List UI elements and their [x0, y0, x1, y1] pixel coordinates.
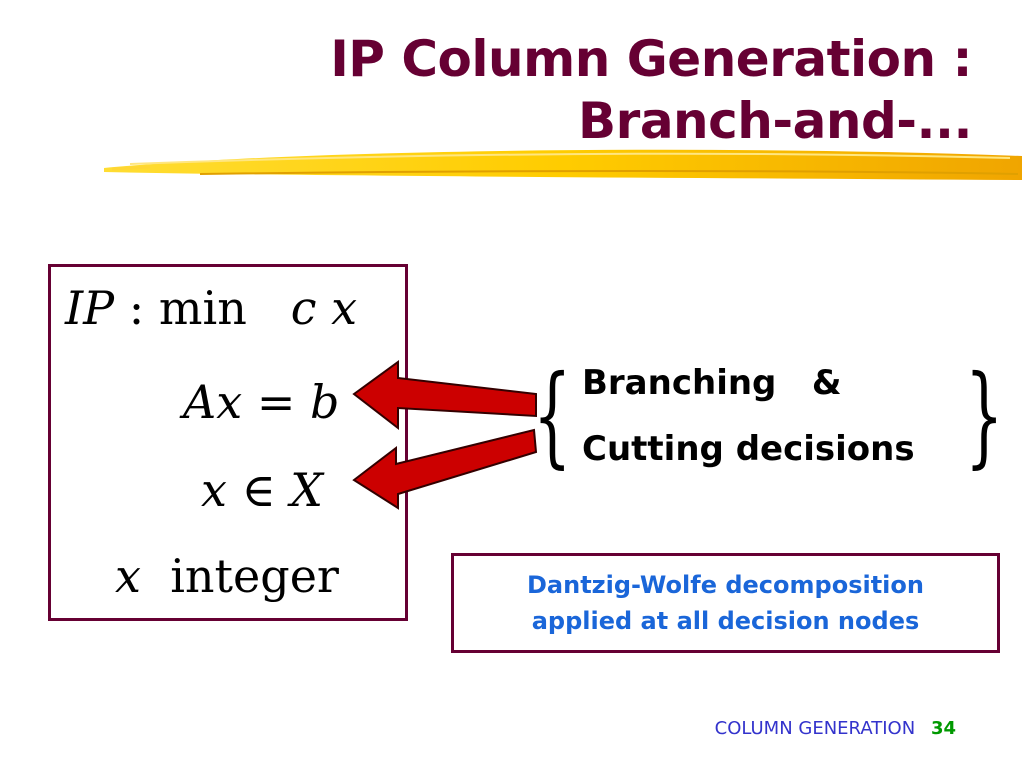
- footer-label: COLUMN GENERATION: [714, 718, 916, 739]
- page-number: 34: [930, 718, 956, 739]
- cost-coefficient: c: [290, 281, 317, 335]
- integer-word: integer: [170, 549, 339, 603]
- red-block-arrow-left-icon: [352, 360, 537, 431]
- dw-line-2: applied at all decision nodes: [531, 607, 920, 635]
- formulation-line-integer: x integer: [115, 553, 339, 599]
- dantzig-wolfe-box: Dantzig-Wolfe decomposition applied at a…: [451, 553, 1000, 653]
- element-of-symbol: ∈: [241, 463, 276, 517]
- yellow-brush-stroke-icon: [104, 149, 1022, 180]
- slide-footer: COLUMN GENERATION 34: [715, 718, 956, 739]
- rhs-b: b: [309, 375, 340, 429]
- colon: :: [128, 281, 145, 335]
- ip-symbol: IP: [65, 281, 115, 335]
- variable-x: x: [115, 549, 141, 603]
- title-line-2: Branch-and-...: [578, 92, 972, 150]
- branching-label: Branching &: [582, 363, 842, 403]
- equals-sign: =: [256, 375, 296, 429]
- matrix-a: A: [183, 375, 217, 429]
- red-block-arrow-left-icon: [352, 428, 538, 510]
- variable-x: x: [216, 375, 243, 429]
- variable-x: x: [331, 281, 358, 335]
- slide-title: IP Column Generation : Branch-and-...: [330, 28, 972, 152]
- min-operator: min: [158, 281, 247, 335]
- dw-line-1: Dantzig-Wolfe decomposition: [527, 571, 924, 599]
- formulation-line-objective: IP : min c x: [65, 285, 357, 331]
- ip-formulation-box: IP : min c x Ax = b x ∈ X x integer: [48, 264, 408, 621]
- right-brace: }: [965, 351, 1004, 479]
- left-brace: {: [533, 351, 572, 479]
- formulation-line-constraint-ax-b: Ax = b: [183, 379, 339, 425]
- formulation-line-x-in-X: x ∈ X: [201, 467, 323, 513]
- set-x: X: [290, 463, 324, 517]
- arrows-group: [352, 360, 538, 510]
- cutting-decisions-label: Cutting decisions: [582, 429, 915, 469]
- variable-x: x: [201, 463, 227, 517]
- title-line-1: IP Column Generation :: [330, 30, 972, 88]
